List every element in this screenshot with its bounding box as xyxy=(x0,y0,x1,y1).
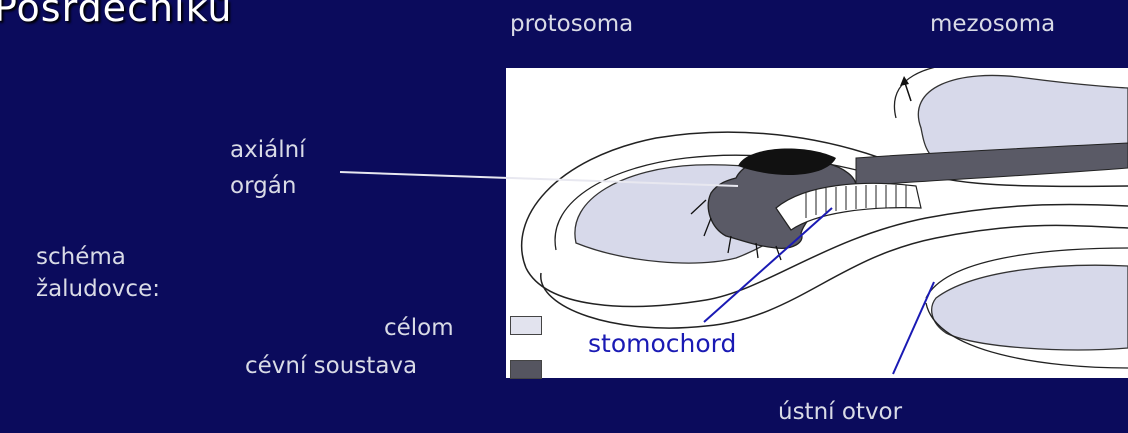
stomochord-leader xyxy=(704,208,832,322)
mouth-leader xyxy=(893,282,934,374)
axial-organ-leader xyxy=(340,172,738,186)
